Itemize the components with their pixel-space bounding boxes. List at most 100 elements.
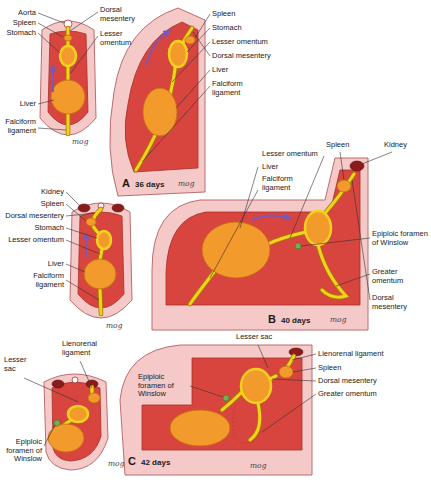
leader-line	[70, 12, 98, 31]
signature: mog	[72, 138, 94, 147]
leader-line	[290, 156, 324, 238]
part-label: Dorsal mesentery	[100, 6, 144, 23]
signature: mog	[106, 322, 128, 331]
part-label: Lesser omentum	[100, 30, 144, 47]
epiploic-foramen	[223, 395, 229, 401]
mesentery	[326, 174, 354, 212]
mesentery	[67, 114, 70, 134]
mesentery	[100, 289, 101, 314]
greater-omentum	[233, 403, 261, 444]
age-label: 40 days	[281, 316, 321, 325]
part-label: Greater omentum	[318, 390, 408, 399]
mesentery	[268, 232, 306, 244]
mesentery	[100, 249, 102, 260]
part-label: Dorsal mesentery	[372, 294, 428, 311]
mesentery	[66, 66, 71, 80]
stomach	[241, 369, 271, 403]
rotation-arrow	[52, 68, 54, 92]
leader-line	[66, 240, 100, 254]
mesentery	[268, 232, 306, 244]
part-label: Spleen	[212, 10, 278, 19]
lienorenal-ligament	[288, 356, 294, 366]
age-label: 36 days	[135, 180, 175, 189]
stomach	[68, 406, 88, 422]
leader-line	[66, 264, 85, 272]
liver	[170, 410, 230, 446]
part-label: Lienorenal ligament	[318, 350, 408, 359]
leader-line	[66, 228, 97, 238]
rotation-arrow	[85, 236, 87, 258]
embryo-block	[152, 158, 368, 330]
signature: mog	[330, 316, 352, 325]
panel-letter: B	[268, 313, 280, 325]
part-label: Greater omentum	[372, 268, 428, 285]
mesentery	[67, 66, 70, 80]
mesentery	[136, 28, 192, 170]
part-label: Spleen	[4, 200, 64, 209]
spleen	[337, 180, 351, 192]
lienorenal-ligament	[288, 356, 294, 366]
leader-line	[362, 152, 392, 164]
leader-line	[301, 238, 370, 246]
part-label: Stomach	[212, 24, 278, 33]
peritoneal-cavity	[125, 22, 198, 172]
leader-line	[38, 100, 54, 104]
body-wall	[70, 203, 132, 318]
leader-line	[66, 204, 86, 221]
leader-line	[262, 394, 316, 432]
part-label: Epiploic foramen of Winslow	[372, 230, 428, 247]
body-wall	[40, 21, 96, 135]
kidney	[78, 204, 90, 212]
greater-omentum	[318, 245, 346, 297]
spleen	[279, 366, 293, 378]
part-label: Lesser omentum	[262, 150, 322, 159]
leader-line	[66, 192, 80, 206]
leader-line	[210, 190, 258, 278]
part-label: Spleen	[2, 19, 36, 28]
liver	[84, 259, 116, 289]
leader-line	[292, 354, 316, 360]
leader-line	[38, 23, 63, 37]
leader-line	[258, 345, 268, 368]
rotation-arrow	[252, 215, 288, 220]
part-label: Falciform ligament	[4, 272, 64, 289]
kidney	[350, 161, 364, 171]
leader-line	[336, 274, 370, 286]
signature: mog	[250, 462, 272, 471]
spleen	[185, 36, 195, 44]
leader-line	[38, 33, 60, 53]
part-label: Dorsal mesentery	[318, 377, 408, 386]
part-label: Dorsal mesentery	[4, 212, 64, 221]
mesentery	[136, 28, 192, 170]
part-label: Spleen	[326, 141, 356, 150]
peritoneal-cavity	[48, 31, 88, 125]
part-label: Aorta	[2, 9, 36, 18]
mesentery	[222, 392, 242, 410]
mesentery	[326, 174, 354, 212]
part-label: Liver	[4, 260, 64, 269]
part-label: Dorsal mesentery	[212, 52, 278, 61]
kidney	[289, 348, 303, 356]
liver	[51, 80, 85, 114]
part-label: Kidney	[4, 188, 64, 197]
embryo-block	[110, 8, 205, 196]
body-wall	[44, 374, 108, 470]
rotation-arrow	[146, 32, 168, 66]
part-label: Stomach	[4, 224, 64, 233]
kidney	[112, 204, 124, 212]
part-label: Epiploic foramen of Winslow	[138, 373, 188, 399]
leader-line	[190, 386, 223, 397]
part-label: Spleen	[318, 364, 408, 373]
signature: mog	[178, 180, 200, 189]
aorta	[72, 377, 78, 383]
leader-line	[80, 361, 92, 388]
peritoneal-cavity	[142, 358, 302, 450]
part-label: Lesser sac	[236, 333, 280, 342]
spleen	[86, 218, 96, 226]
leader-line	[70, 36, 98, 74]
embryo-block	[120, 345, 312, 475]
leader-line	[44, 425, 55, 446]
stomach	[169, 41, 187, 67]
part-label: Liver	[212, 66, 278, 75]
